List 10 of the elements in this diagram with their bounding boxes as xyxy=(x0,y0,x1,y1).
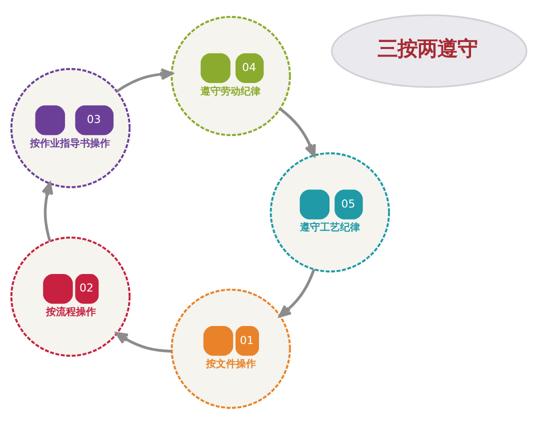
arrow xyxy=(278,268,316,318)
arrow xyxy=(279,108,316,157)
arrow xyxy=(42,182,54,242)
arrow xyxy=(115,332,172,353)
node-circle: 04 遵守劳动纪律 xyxy=(170,16,291,136)
node-circle: 05 遵守工艺纪律 xyxy=(270,152,390,272)
node-circle: 03 按作业指导书操作 xyxy=(10,68,131,188)
arrow xyxy=(116,68,174,92)
node-ellipse: 三按两遵守 xyxy=(331,14,528,88)
node-circle: 01 按文件操作 xyxy=(170,288,291,409)
